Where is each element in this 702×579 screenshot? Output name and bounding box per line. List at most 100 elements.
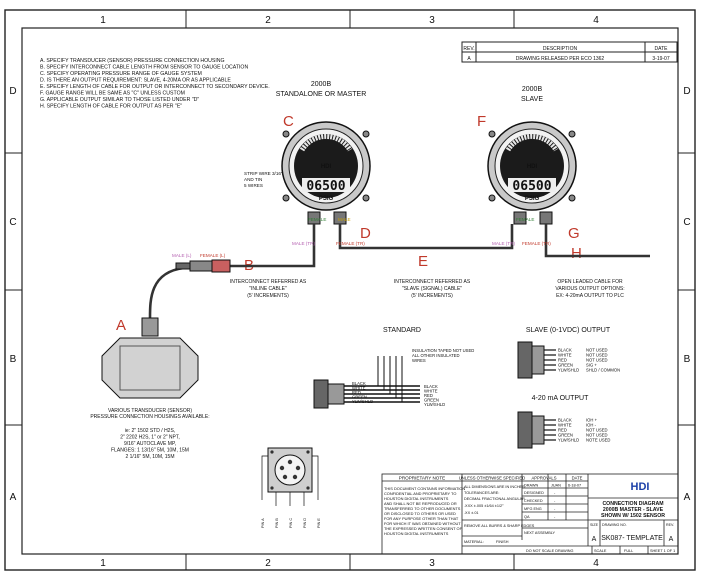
slave-model: 2000B xyxy=(522,86,543,93)
std-wire-black: BLACK xyxy=(352,381,366,386)
slave-func-2: NOT USED xyxy=(586,353,608,358)
std-wire-black-end: BLACK xyxy=(424,384,438,389)
remove-burrs: REMOVE ALL BURRS & SHARP EDGES xyxy=(464,524,535,528)
ma-func-1: IOH + xyxy=(586,418,598,423)
sensor-note-2: PRESSURE CONNECTION HOUSINGS AVAILABLE: xyxy=(90,414,209,420)
title-line-2: 2000B MASTER - SLAVE xyxy=(603,507,664,513)
prop-line-6: OR DISCLOSED TO OTHERS OR USED xyxy=(384,511,456,516)
tol-line-5: .XX ±.01 xyxy=(464,511,479,515)
ma-wire-black: BLACK xyxy=(558,418,572,423)
approvals-header: APPROVALS xyxy=(531,476,556,481)
ma-wire-red: RED xyxy=(558,428,567,433)
label-female-master: FEMALE xyxy=(308,217,326,222)
slave-wire-white: WHITE xyxy=(558,353,572,358)
rev-letter: A xyxy=(669,536,674,543)
next-assembly: NEXT ASSEMBLY xyxy=(524,531,556,535)
std-wire-green-end: GREEN xyxy=(424,398,439,403)
rev-header: REV. xyxy=(463,46,474,52)
zone-row-d: D xyxy=(9,86,16,97)
strip-note-3: 5 WIRES xyxy=(244,183,263,188)
std-wire-red: RED xyxy=(352,390,361,395)
prop-line-3: HOUSTON DIGITAL INSTRUMENTS xyxy=(384,496,449,501)
open-note-2: VARIOUS OUTPUT OPTIONS: xyxy=(555,286,624,292)
slave-wire-red: RED xyxy=(558,358,567,363)
finish-label: FINISH xyxy=(496,540,509,544)
strip-note: STRIP WIRE 3/16" AND TIN 5 WIRES xyxy=(244,171,283,188)
callout-g: G xyxy=(568,225,580,242)
callout-d: D xyxy=(360,225,371,242)
zone-col-4-bottom: 4 xyxy=(593,558,599,569)
zone-col-2: 2 xyxy=(265,15,271,26)
zone-row-a: A xyxy=(10,492,17,503)
slave-func-4: SIG + xyxy=(586,363,597,368)
note-a: A. SPECIFY TRANSDUCER (SENSOR) PRESSURE … xyxy=(40,58,225,64)
open-note-1: OPEN LEADED CABLE FOR xyxy=(557,279,623,285)
company-logo: HDI xyxy=(631,481,650,493)
std-wire-white: WHITE xyxy=(352,386,366,391)
callout-f: F xyxy=(477,113,486,130)
slave-output-title: SLAVE (0-1VDC) OUTPUT xyxy=(526,327,611,334)
zone-col-2-bottom: 2 xyxy=(265,558,271,569)
zone-labels: 1 2 3 4 1 2 3 4 D C B A D C B A xyxy=(9,15,690,569)
do-not-scale: DO NOT SCALE DRAWING xyxy=(526,549,574,553)
note-h: H. SPECIFY LENGTH OF CABLE FOR OUTPUT AS… xyxy=(40,104,182,110)
std-wire-green: GREEN xyxy=(352,395,367,400)
prop-line-4: AND SHALL NOT BE REPRODUCED OR xyxy=(384,501,457,506)
std-note-3: WIRES xyxy=(412,358,426,363)
proprietary-title: PROPRIETARY NOTE xyxy=(399,476,445,481)
sensor-note-1: VARIOUS TRANSDUCER (SENSOR) xyxy=(108,408,192,414)
inline-cable-note: INTERCONNECT REFERRED AS "INLINE CABLE" … xyxy=(230,279,307,299)
master-brand: HDI xyxy=(321,164,332,170)
strip-note-2: AND TIN xyxy=(244,177,262,182)
slave-wire-ylw: YLW/SHLD xyxy=(558,368,579,373)
std-wire-ylw: YLW/SHLD xyxy=(352,399,373,404)
prop-line-5: TRANSFERRED TO OTHER DOCUMENTS xyxy=(384,506,461,511)
label-female-tr-slave: FEMALE (TR) xyxy=(522,241,551,246)
prop-line-1: THIS DOCUMENT CONTAINS INFORMATION xyxy=(384,486,465,491)
zone-row-c-right: C xyxy=(683,217,690,228)
zone-col-1-bottom: 1 xyxy=(100,558,106,569)
tol-line-3: DECIMAL FRACTIONAL ANGULAR xyxy=(464,497,525,501)
ma-wire-ylw: YLW/SHLD xyxy=(558,438,579,443)
callout-a: A xyxy=(116,317,126,334)
pin-a-label: PIN A xyxy=(261,518,265,528)
note-d: D. IS THERE AN OUTPUT REQUIREMENT: SLAVE… xyxy=(40,78,231,84)
description-header: DESCRIPTION xyxy=(543,46,578,52)
std-wire-ylw-end: YLW/SHLD xyxy=(424,402,445,407)
pin-b-label: PIN B xyxy=(275,518,279,528)
slave-func-1: NOT USED xyxy=(586,348,608,353)
inline-note-2: "INLINE CABLE" xyxy=(249,286,287,292)
callout-c: C xyxy=(283,113,294,130)
pin-c-label: PIN C xyxy=(289,518,293,528)
title-block-text: PROPRIETARY NOTE THIS DOCUMENT CONTAINS … xyxy=(384,476,675,554)
date-header: DATE xyxy=(655,46,669,52)
master-reading: 06500 xyxy=(306,179,345,194)
slave-unit: PSIG xyxy=(525,196,540,202)
zone-row-b-right: B xyxy=(684,354,691,365)
sheet-number: SHEET 1 OF 1 xyxy=(650,549,675,553)
slave-output-wiring: SLAVE (0-1VDC) OUTPUT BLACK WHITE RED GR… xyxy=(517,327,620,379)
unless-specified: UNLESS OTHERWISE SPECIFIED xyxy=(459,476,525,481)
drawing-frame xyxy=(4,9,696,571)
zone-col-1: 1 xyxy=(100,15,106,26)
size-value: A xyxy=(592,536,597,543)
master-role: STANDALONE OR MASTER xyxy=(276,91,367,98)
inline-note-3: (5' INCREMENTS) xyxy=(247,293,289,299)
sensor-note-3: ie: 2" 1502 STD / H2S, xyxy=(125,428,175,434)
slave-func-5: SHLD / COMMON xyxy=(586,368,620,373)
approvals-date-header: DATE xyxy=(572,476,583,481)
ma-wire-green: GREEN xyxy=(558,433,573,438)
approval-name-4: - xyxy=(554,507,556,511)
note-c: C. SPECIFY OPERATING PRESSURE RANGE OF G… xyxy=(40,71,202,77)
drawing-no-label: DRAWING NO. xyxy=(602,523,627,527)
open-cable-note: OPEN LEADED CABLE FOR VARIOUS OUTPUT OPT… xyxy=(555,279,624,299)
label-male-tr-master: MALE (TR) xyxy=(292,241,315,246)
std-wire-white-end: WHITE xyxy=(424,389,438,394)
standard-title: STANDARD xyxy=(383,327,421,334)
pin-d-label: PIN D xyxy=(303,518,307,528)
zone-row-b: B xyxy=(10,354,17,365)
ma-output-wiring: 4-20 mA OUTPUT BLACK WHITE RED GREEN YLW… xyxy=(517,395,610,449)
ma-func-2: IOH - xyxy=(586,423,597,428)
sensor-notes: VARIOUS TRANSDUCER (SENSOR) PRESSURE CON… xyxy=(90,408,209,460)
tol-line-1: ALL DIMENSIONS ARE IN INCHES. xyxy=(464,485,526,489)
